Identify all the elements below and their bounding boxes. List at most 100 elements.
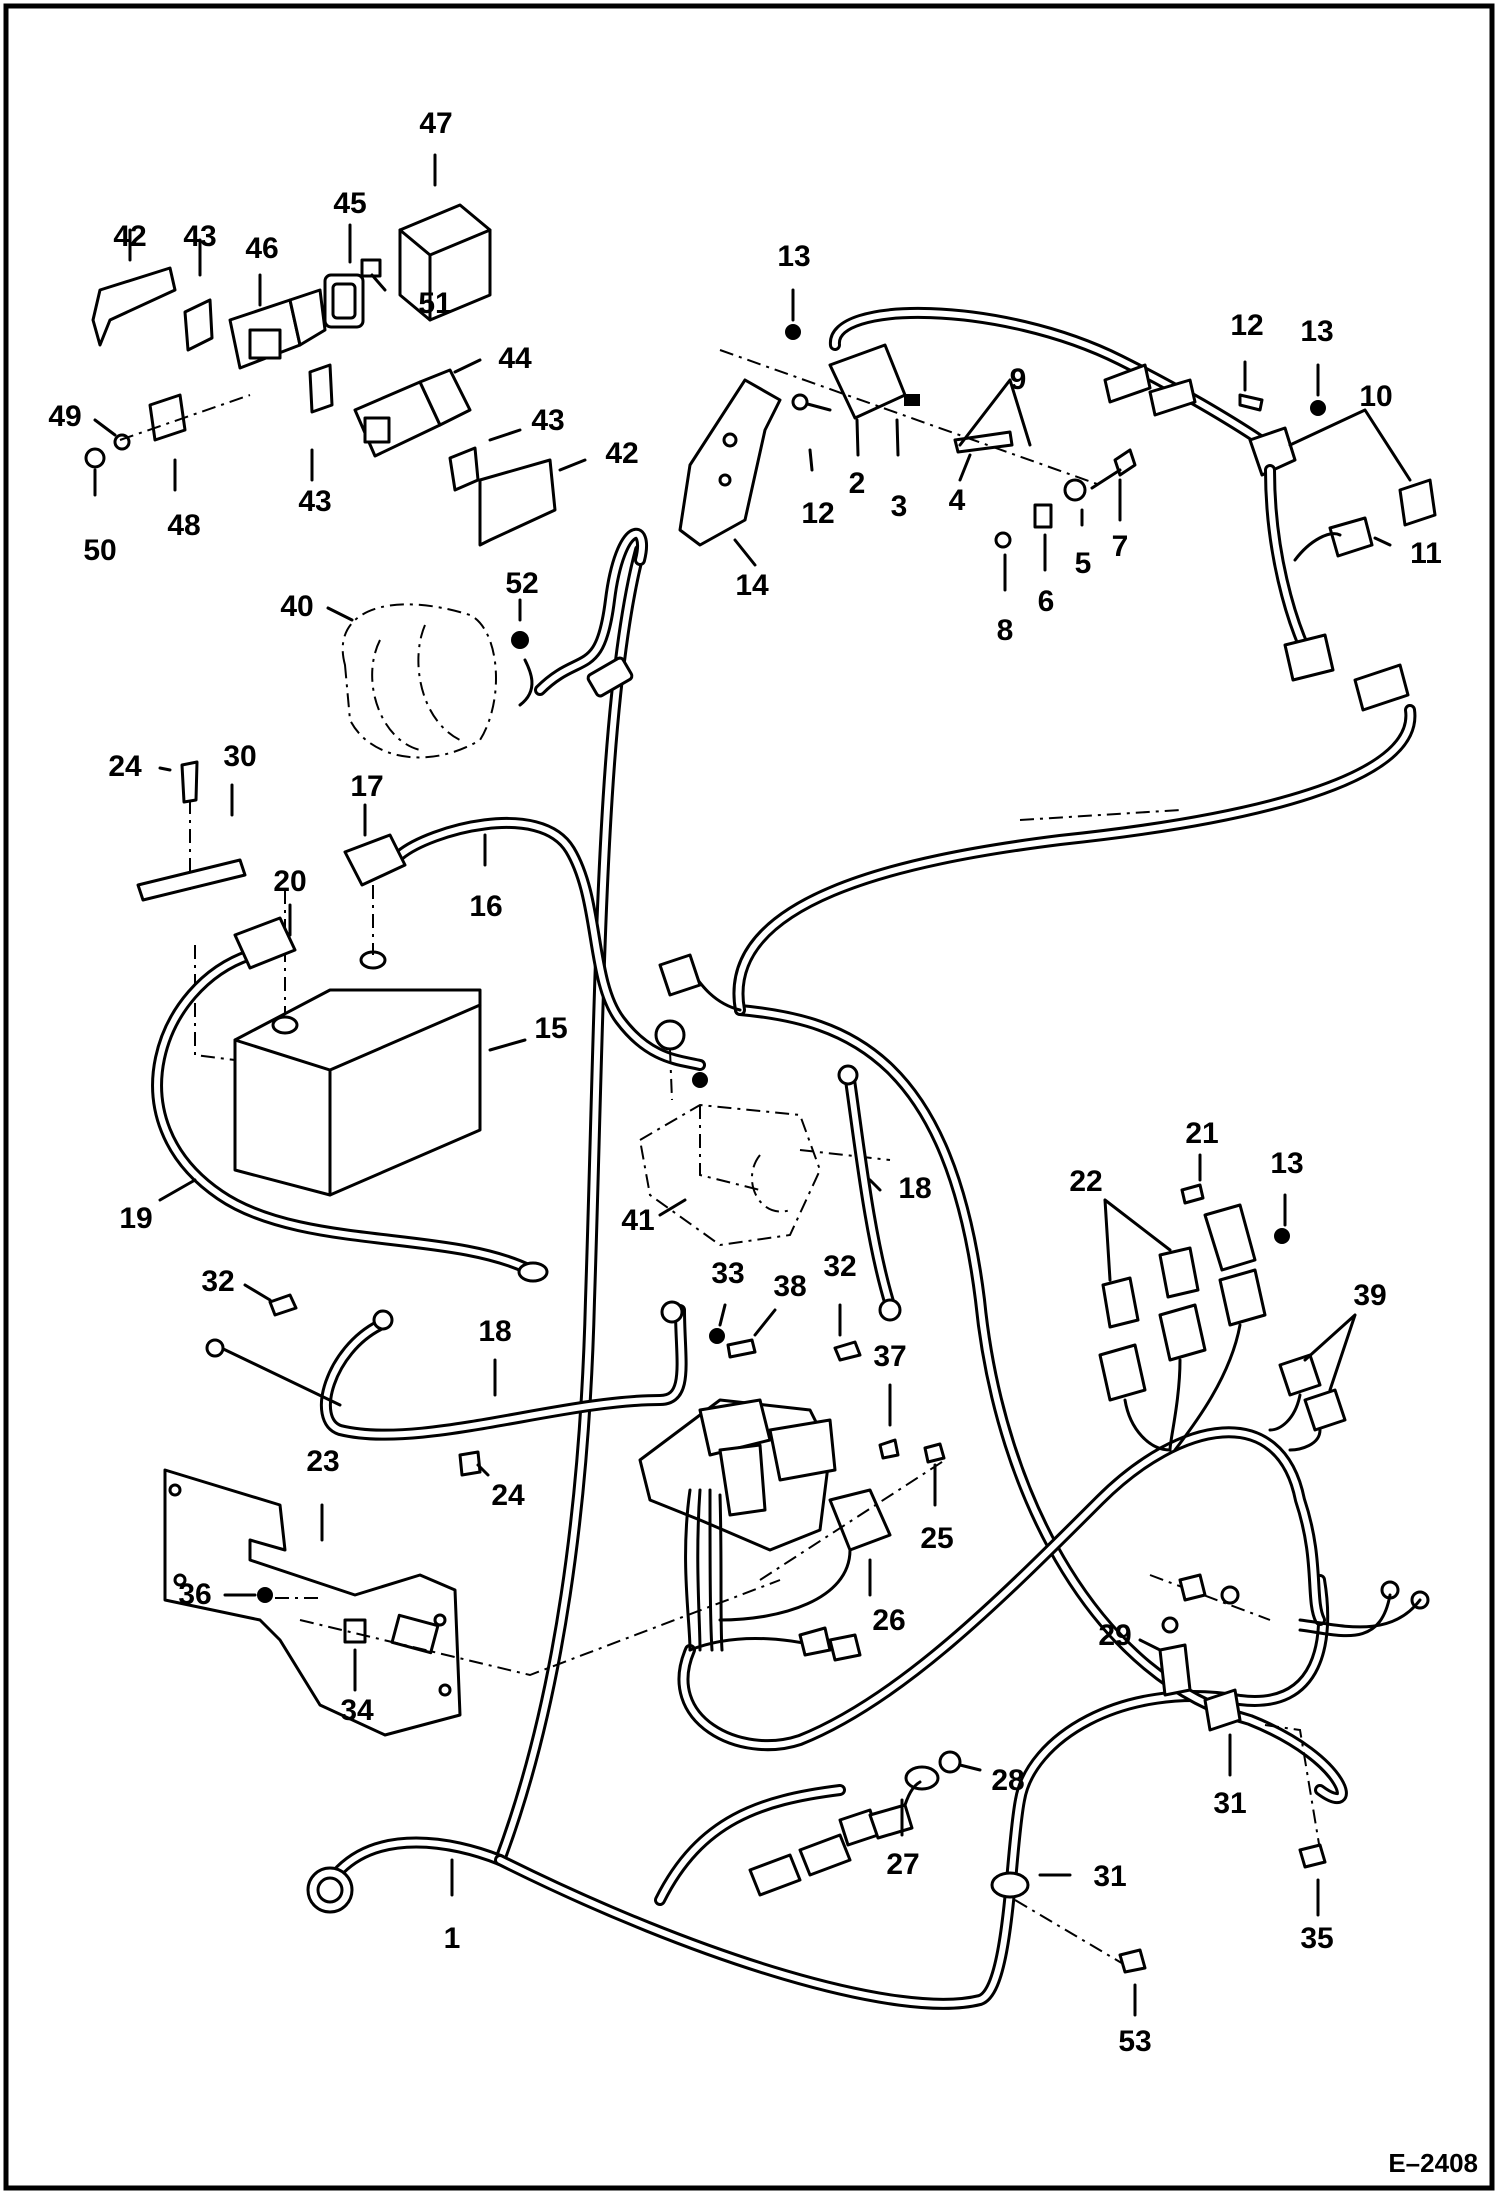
callout-38: 38 bbox=[773, 1270, 806, 1303]
bolt-24-bottom bbox=[458, 1450, 482, 1477]
callout-24-bottom: 24 bbox=[491, 1479, 525, 1512]
bracket-21 bbox=[1203, 1203, 1257, 1272]
callout-31-lower: 31 bbox=[1093, 1860, 1126, 1893]
spacer-34 bbox=[343, 1618, 367, 1644]
callout-19: 19 bbox=[119, 1202, 152, 1235]
sensor-29 bbox=[1158, 1643, 1192, 1697]
callout-27: 27 bbox=[886, 1848, 919, 1881]
callout-13-top: 13 bbox=[777, 240, 810, 273]
bolt-12-left bbox=[791, 393, 809, 411]
callout-34: 34 bbox=[340, 1694, 374, 1727]
callout-23: 23 bbox=[306, 1445, 339, 1478]
callout-28: 28 bbox=[991, 1764, 1024, 1797]
callout-16: 16 bbox=[469, 890, 502, 923]
callout-35: 35 bbox=[1300, 1922, 1333, 1955]
callout-29: 29 bbox=[1098, 1619, 1131, 1652]
mounting-plate-14 bbox=[678, 378, 782, 547]
terminal-block-48 bbox=[148, 393, 187, 442]
callout-12-right: 12 bbox=[1230, 309, 1263, 342]
callout-7: 7 bbox=[1112, 530, 1129, 563]
callout-24-top: 24 bbox=[108, 750, 142, 783]
callout-52: 52 bbox=[505, 567, 538, 600]
callout-14: 14 bbox=[735, 569, 769, 602]
clip-43-right bbox=[448, 446, 480, 492]
bolt-12-right bbox=[1238, 393, 1264, 412]
connector-39a bbox=[1278, 1353, 1322, 1397]
nut-13-lower bbox=[1274, 1228, 1290, 1244]
callout-8: 8 bbox=[997, 614, 1014, 647]
callout-48: 48 bbox=[167, 509, 200, 542]
bracket-42-bottom bbox=[478, 458, 557, 547]
drawing-reference: E–2408 bbox=[1388, 2148, 1478, 2178]
strap-30 bbox=[136, 858, 247, 902]
alternator-40 bbox=[341, 603, 634, 759]
bracket-23 bbox=[163, 1468, 462, 1737]
leader-lines bbox=[93, 153, 1412, 2017]
callout-41: 41 bbox=[621, 1204, 654, 1237]
connector-10b bbox=[1398, 478, 1437, 527]
bolt-37 bbox=[878, 1438, 900, 1460]
callout-32-right: 32 bbox=[823, 1250, 856, 1283]
callout-43-bottom: 43 bbox=[298, 485, 331, 518]
callout-40: 40 bbox=[280, 590, 313, 623]
callout-25: 25 bbox=[920, 1522, 953, 1555]
callout-18-right: 18 bbox=[898, 1172, 931, 1205]
drawing-frame bbox=[3, 3, 1495, 2191]
callout-46: 46 bbox=[245, 232, 278, 265]
callout-33: 33 bbox=[711, 1257, 744, 1290]
relay-47 bbox=[398, 203, 492, 322]
nut-50 bbox=[84, 447, 106, 469]
washer-5 bbox=[1063, 478, 1087, 502]
callout-5: 5 bbox=[1075, 547, 1092, 580]
callout-30: 30 bbox=[223, 740, 256, 773]
clip-43-mid bbox=[308, 363, 334, 414]
fuse-panel bbox=[638, 1398, 837, 1652]
callout-49: 49 bbox=[48, 400, 81, 433]
bolt-25 bbox=[923, 1442, 946, 1464]
callout-22: 22 bbox=[1069, 1165, 1102, 1198]
callout-51: 51 bbox=[418, 287, 451, 320]
callout-31-upper: 31 bbox=[1213, 1787, 1246, 1820]
callout-39: 39 bbox=[1353, 1279, 1386, 1312]
nut-13-right bbox=[1310, 400, 1326, 416]
callout-15: 15 bbox=[534, 1012, 567, 1045]
callout-1: 1 bbox=[444, 1922, 461, 1955]
plug-22b bbox=[1158, 1246, 1200, 1299]
ring-terminal bbox=[654, 1019, 686, 1051]
key-switch-2 bbox=[828, 343, 907, 420]
callout-18-lower: 18 bbox=[478, 1315, 511, 1348]
callout-47: 47 bbox=[419, 107, 452, 140]
callout-32-left: 32 bbox=[201, 1265, 234, 1298]
callout-37: 37 bbox=[873, 1340, 906, 1373]
callout-43-top: 43 bbox=[183, 220, 216, 253]
battery-post-negative bbox=[271, 1015, 299, 1035]
bolt-24-top bbox=[180, 760, 199, 804]
relay-group bbox=[84, 203, 557, 547]
key-switch-assembly bbox=[678, 306, 1437, 712]
callout-26: 26 bbox=[872, 1604, 905, 1637]
callout-9: 9 bbox=[1010, 363, 1027, 396]
sensor-27 bbox=[904, 1765, 940, 1791]
callout-43-right: 43 bbox=[531, 404, 564, 437]
callout-10: 10 bbox=[1359, 380, 1392, 413]
clip-43-top bbox=[183, 298, 214, 352]
callout-53: 53 bbox=[1118, 2025, 1151, 2058]
callout-17: 17 bbox=[350, 770, 383, 803]
relay-10 bbox=[1248, 426, 1297, 477]
relay-26 bbox=[828, 1488, 892, 1552]
callout-11: 11 bbox=[1410, 537, 1442, 570]
callout-42-bottom: 42 bbox=[605, 437, 638, 470]
bolt-32-right bbox=[833, 1340, 862, 1362]
starter-41 bbox=[638, 1019, 891, 1247]
callout-44: 44 bbox=[498, 342, 532, 375]
nut-36 bbox=[257, 1587, 273, 1603]
plug-22a bbox=[1101, 1276, 1140, 1329]
terminal-ring-19 bbox=[517, 1261, 549, 1283]
callout-21: 21 bbox=[1185, 1117, 1218, 1150]
clamp-31-upper bbox=[1203, 1688, 1242, 1732]
callout-50: 50 bbox=[83, 534, 116, 567]
callout-labels: 1 2 3 4 5 6 7 8 9 10 11 12 12 13 13 13 1… bbox=[48, 107, 1442, 2058]
callout-42-top: 42 bbox=[113, 220, 146, 253]
callout-3: 3 bbox=[891, 490, 908, 523]
